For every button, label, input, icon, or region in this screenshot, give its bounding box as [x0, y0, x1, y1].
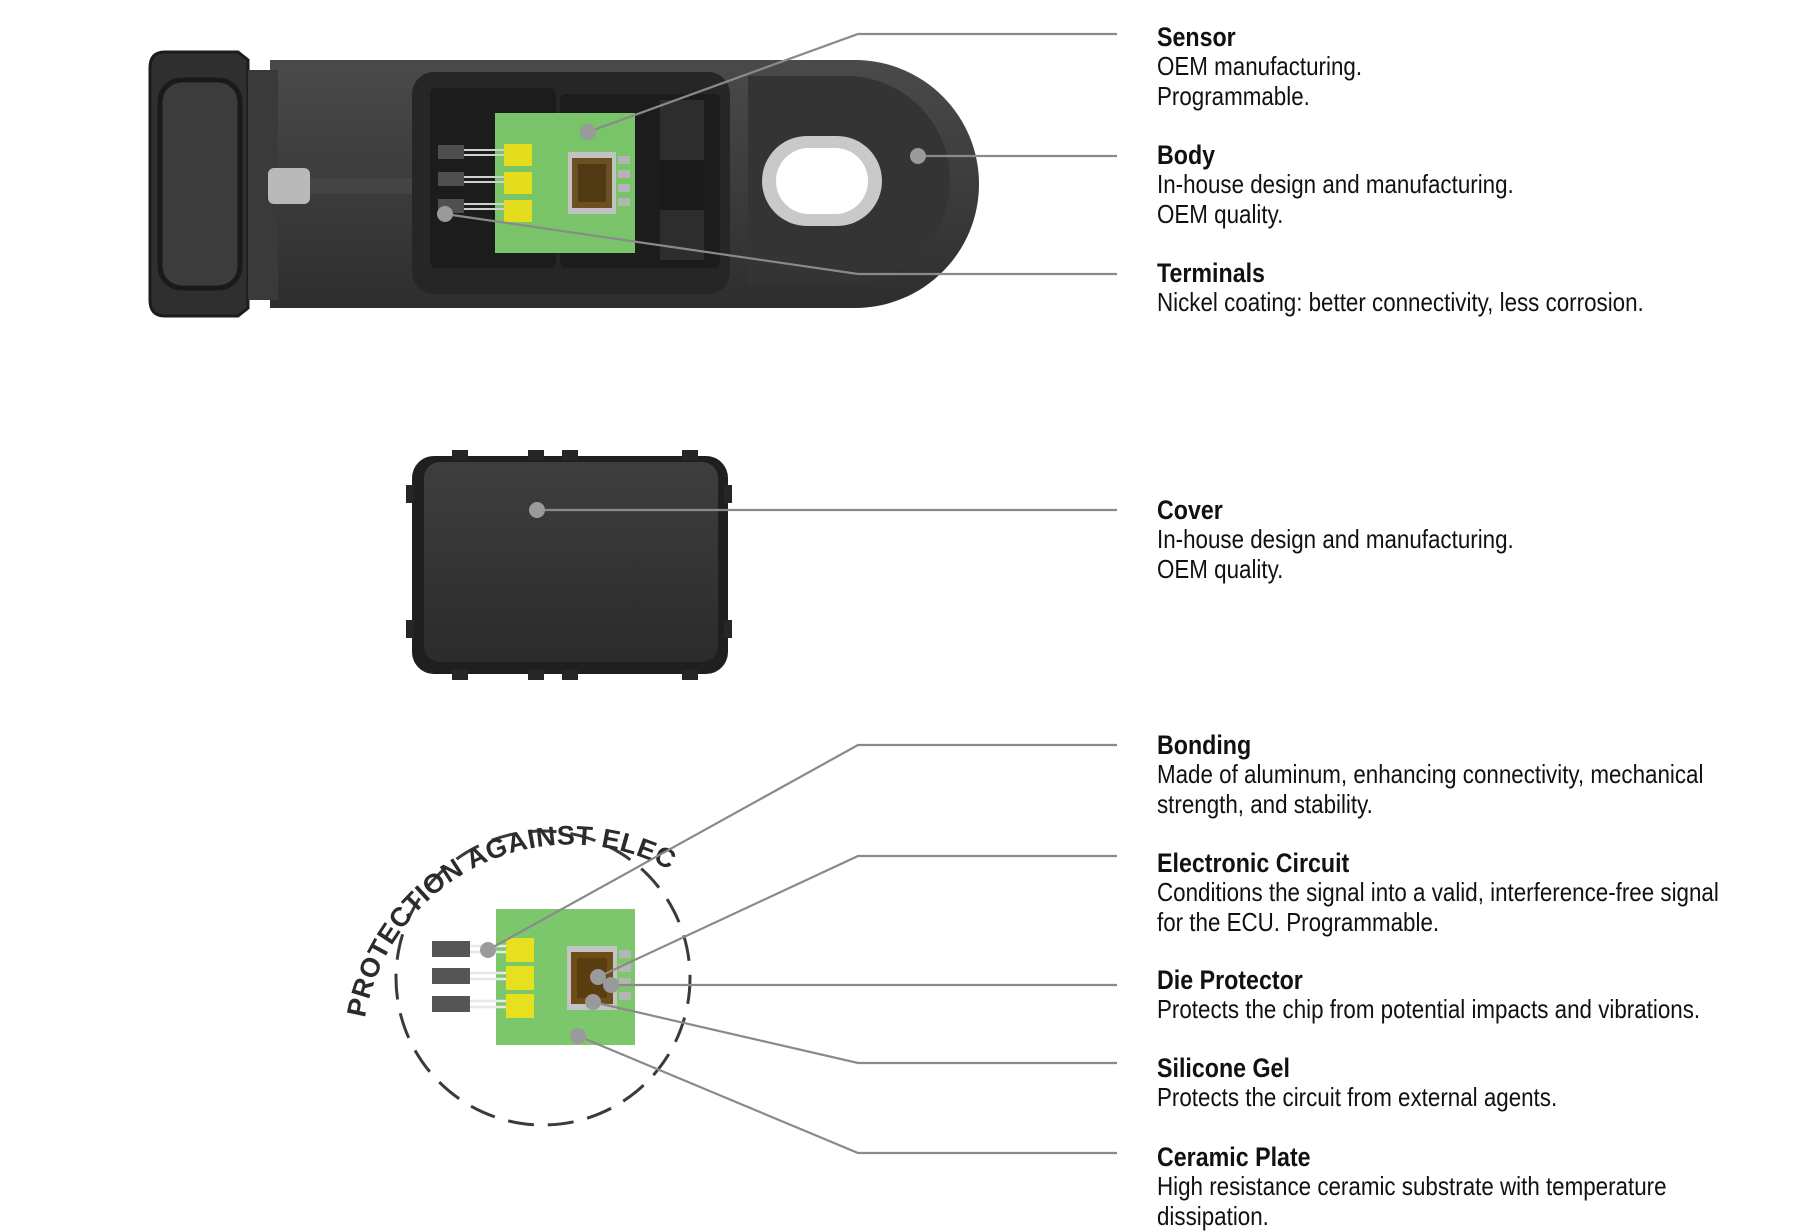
- sensor-housing: [150, 52, 979, 316]
- ceramic-plate-anchor-dot: [570, 1028, 586, 1044]
- sensor-anchor-dot: [580, 124, 596, 140]
- callout-description-line: High resistance ceramic substrate with t…: [1157, 1172, 1699, 1202]
- callout-title: Terminals: [1157, 258, 1699, 288]
- callout-title: Die Protector: [1157, 965, 1699, 995]
- ceramic-plate-leader-line: [578, 1036, 1117, 1153]
- callout-title: Bonding: [1157, 730, 1699, 760]
- silicone-gel-anchor-dot: [585, 994, 601, 1010]
- callout-description-line: dissipation.: [1157, 1202, 1699, 1231]
- callout-description: Conditions the signal into a valid, inte…: [1157, 878, 1787, 937]
- body-anchor-dot: [910, 148, 926, 164]
- callout-description: In-house design and manufacturing.OEM qu…: [1157, 525, 1787, 584]
- callout-description-line: for the ECU. Programmable.: [1157, 908, 1699, 938]
- callout-description-line: In-house design and manufacturing.: [1157, 525, 1699, 555]
- callout-description-line: Programmable.: [1157, 82, 1699, 112]
- callout-description: High resistance ceramic substrate with t…: [1157, 1172, 1787, 1231]
- callout-description-line: strength, and stability.: [1157, 790, 1699, 820]
- cover-anchor-dot: [529, 502, 545, 518]
- callout-title: Cover: [1157, 495, 1699, 525]
- callout-title: Body: [1157, 140, 1699, 170]
- die-protector-anchor-dot: [603, 977, 619, 993]
- silicone-gel-leader-line: [593, 1002, 1117, 1063]
- callout-description: Protects the chip from potential impacts…: [1157, 995, 1787, 1025]
- callout-title: Sensor: [1157, 22, 1699, 52]
- callout-description-line: OEM manufacturing.: [1157, 52, 1699, 82]
- callout-description-line: Protects the chip from potential impacts…: [1157, 995, 1699, 1025]
- callout-description-line: Made of aluminum, enhancing connectivity…: [1157, 760, 1699, 790]
- callout-description: Made of aluminum, enhancing connectivity…: [1157, 760, 1787, 819]
- callout-description: In-house design and manufacturing.OEM qu…: [1157, 170, 1787, 229]
- callout-description-line: Nickel coating: better connectivity, les…: [1157, 288, 1699, 318]
- callout-description-line: In-house design and manufacturing.: [1157, 170, 1699, 200]
- callout-description: Protects the circuit from external agent…: [1157, 1083, 1787, 1113]
- callout-title: Silicone Gel: [1157, 1053, 1699, 1083]
- cover-part: [406, 450, 732, 680]
- callout-description-line: OEM quality.: [1157, 555, 1699, 585]
- callout-description-line: OEM quality.: [1157, 200, 1699, 230]
- callout-title: Electronic Circuit: [1157, 848, 1699, 878]
- callout-description: Nickel coating: better connectivity, les…: [1157, 288, 1787, 318]
- terminals-anchor-dot: [437, 206, 453, 222]
- callout-description-line: Protects the circuit from external agent…: [1157, 1083, 1699, 1113]
- callout-title: Ceramic Plate: [1157, 1142, 1699, 1172]
- callout-description: OEM manufacturing.Programmable.: [1157, 52, 1787, 111]
- callout-description-line: Conditions the signal into a valid, inte…: [1157, 878, 1699, 908]
- bonding-anchor-dot: [480, 942, 496, 958]
